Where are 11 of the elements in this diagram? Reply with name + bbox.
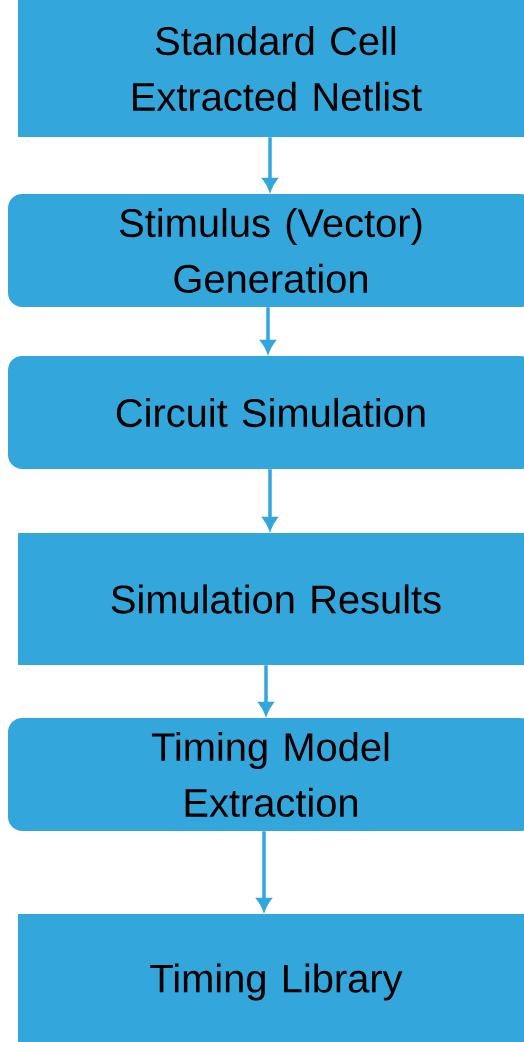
- arrow: [258, 665, 274, 715]
- arrow: [262, 137, 278, 191]
- arrow: [260, 307, 276, 353]
- arrow: [256, 831, 272, 911]
- process-box: Stimulus (Vector) Generation: [8, 194, 524, 307]
- process-box: Simulation Results: [18, 533, 524, 665]
- arrow: [262, 469, 278, 530]
- process-box: Timing Model Extraction: [8, 718, 524, 831]
- process-box: Circuit Simulation: [8, 356, 524, 469]
- process-box: Timing Library: [18, 914, 524, 1042]
- process-box: Standard Cell Extracted Netlist: [18, 0, 524, 137]
